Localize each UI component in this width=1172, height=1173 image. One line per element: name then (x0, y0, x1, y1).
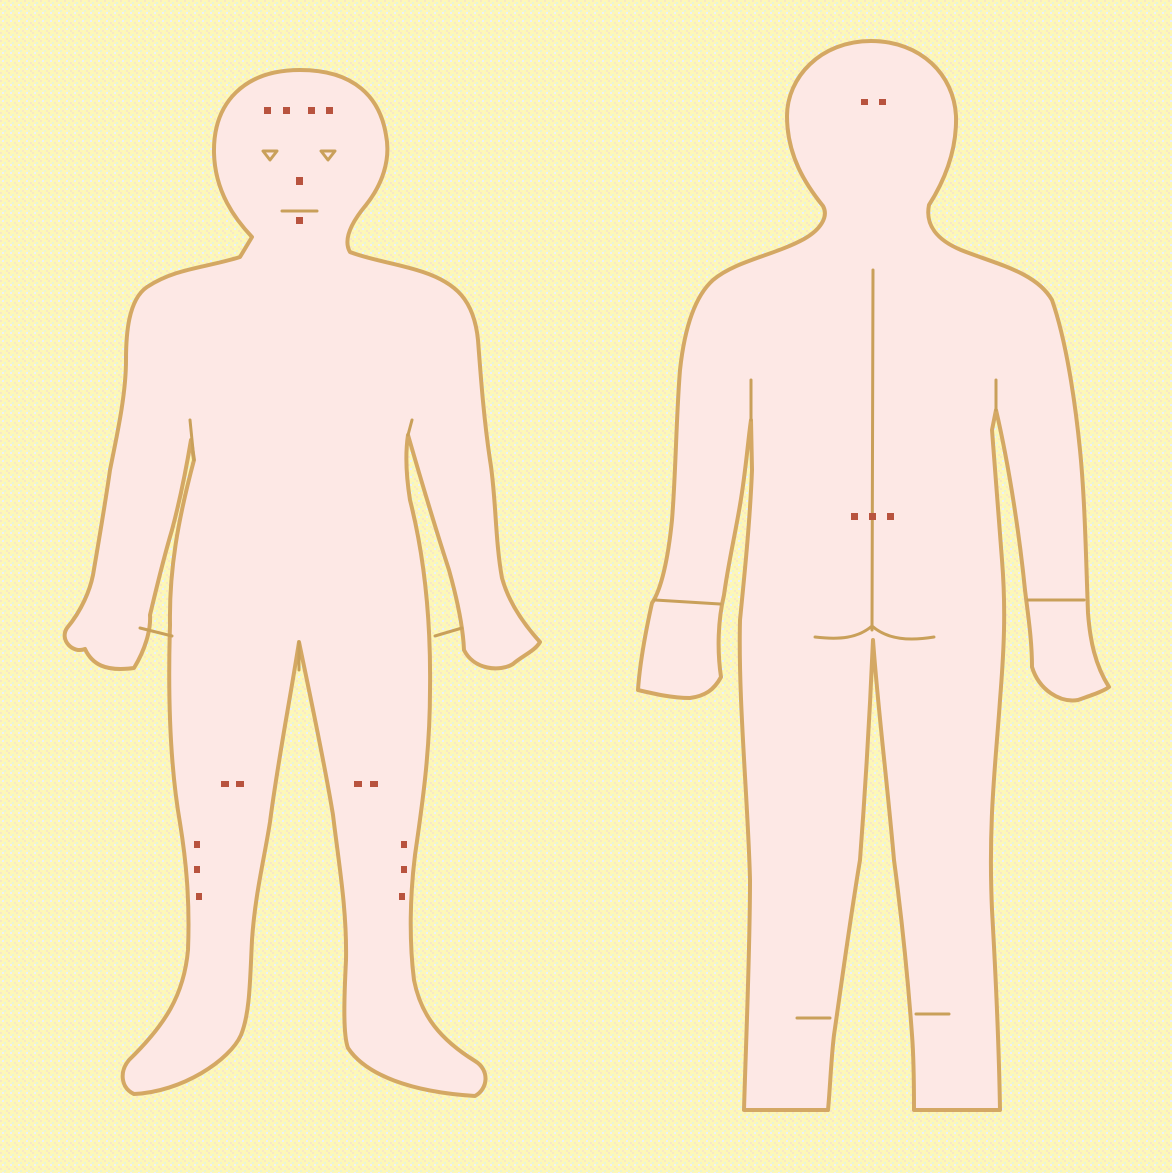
marker-point (869, 513, 876, 520)
marker-point (879, 99, 886, 105)
back-spine-line (872, 270, 873, 630)
chin-marker-point (296, 217, 303, 224)
nose-marker-point (296, 177, 303, 185)
marker-point (326, 107, 333, 114)
marker-point (221, 781, 229, 787)
back-lower-back-markers (851, 513, 894, 520)
marker-point (264, 107, 271, 114)
marker-point (196, 893, 202, 900)
marker-point (887, 513, 894, 520)
marker-point (308, 107, 315, 114)
marker-point (283, 107, 290, 114)
marker-point (851, 513, 858, 520)
marker-point (370, 781, 378, 787)
marker-point (194, 866, 200, 873)
marker-point (236, 781, 244, 787)
marker-point (194, 841, 200, 848)
marker-point (401, 866, 407, 873)
marker-point (354, 781, 362, 787)
marker-point (401, 841, 407, 848)
marker-point (861, 99, 868, 105)
marker-point (399, 893, 405, 900)
